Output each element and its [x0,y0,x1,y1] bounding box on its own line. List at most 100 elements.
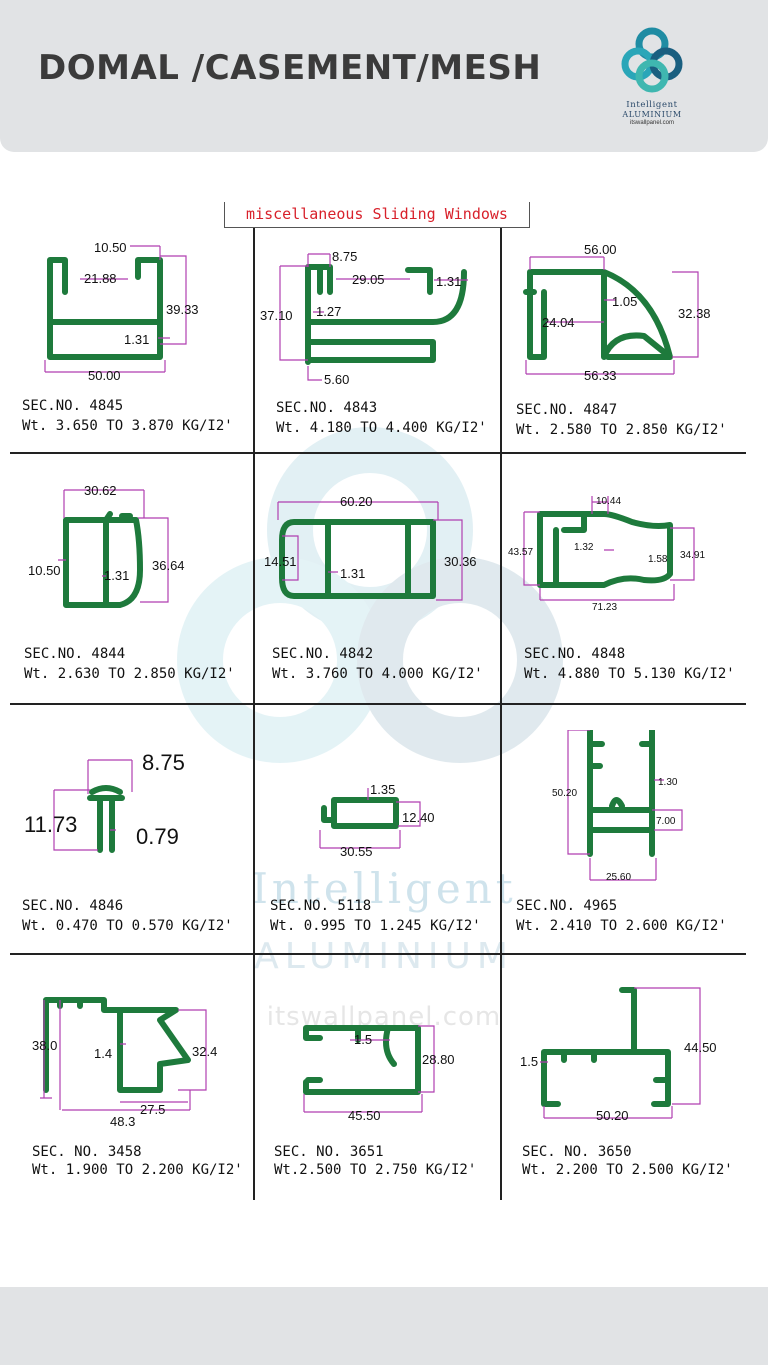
dim-label: 50.20 [552,788,577,799]
section-weight: Wt.2.500 TO 2.750 KG/I2' [274,1162,477,1178]
grid-divider-col1 [253,228,255,1200]
section-card-4847: 56.00 1.05 24.04 32.38 56.33 SEC.NO. 484… [504,232,750,482]
dim-label: 60.20 [340,494,373,509]
grid-divider-row3 [10,953,746,955]
watermark-text-intelligent: Intelligent [251,864,517,913]
dim-label: 30.36 [444,554,477,569]
dim-label: 44.50 [684,1040,717,1055]
dim-label: 1.27 [316,304,341,319]
profile-drawing-4965: 50.20 1.30 7.00 25.60 [552,730,683,883]
section-weight: Wt. 4.180 TO 4.400 KG/I2' [276,420,487,436]
dim-label: 48.3 [110,1114,135,1129]
section-number: SEC. NO. 3651 [274,1144,384,1160]
dim-label: 8.75 [142,750,185,775]
dim-label: 1.31 [124,332,149,347]
dim-label: 0.79 [136,824,179,849]
dim-label: 10.50 [28,563,61,578]
dim-label: 56.00 [584,242,617,257]
dim-label: 5.60 [324,372,349,387]
profile-drawing-3458: 38.0 1.4 32.4 27.5 48.3 [32,997,217,1129]
profile-drawing-4842: 60.20 14.51 1.31 30.36 [264,494,477,601]
section-card-4842: 60.20 14.51 1.31 30.36 SEC.NO. 4842 Wt. … [258,480,504,730]
dim-label: 10.50 [94,240,127,255]
grid-divider-col2 [500,228,502,1200]
section-number: SEC.NO. 4842 [272,646,374,662]
section-card-3651: 1.5 28.80 45.50 SEC. NO. 3651 Wt.2.500 T… [258,980,504,1230]
dim-label: 32.38 [678,306,711,321]
grid-divider-row1 [10,452,746,454]
section-card-3650: 44.50 1.5 50.20 SEC. NO. 3650 Wt. 2.200 … [504,980,750,1230]
dim-label: 10.44 [596,496,621,507]
header-banner: DOMAL /CASEMENT/MESH Intelligent ALUMINI… [0,0,768,152]
dim-label: 45.50 [348,1108,381,1123]
section-number: SEC.NO. 4844 [24,646,126,662]
watermark-knot-icon [177,427,563,763]
dim-label: 28.80 [422,1052,455,1067]
brand-logo: Intelligent ALUMINIUM itswallpanel.com [612,24,692,144]
section-weight: Wt. 2.410 TO 2.600 KG/I2' [516,918,727,934]
sheet-title: miscellaneous Sliding Windows [224,202,530,228]
dim-label: 1.5 [354,1032,372,1047]
dim-label: 7.00 [656,816,676,827]
dim-label: 1.32 [574,542,594,553]
dim-label: 30.62 [84,483,117,498]
footer-band [0,1287,768,1365]
dim-label: 1.5 [520,1054,538,1069]
profile-drawing-4845: 10.50 21.88 39.33 1.31 50.00 [44,240,199,383]
logo-text-aluminium: ALUMINIUM [622,110,682,119]
section-weight: Wt. 4.880 TO 5.130 KG/I2' [524,666,735,682]
dim-label: 8.75 [332,249,357,264]
dim-label: 1.31 [104,568,129,583]
dim-label: 21.88 [84,271,117,286]
logo-text-website: itswallpanel.com [629,120,675,126]
dim-label: 25.60 [606,872,631,883]
dim-label: 27.5 [140,1102,165,1117]
profile-drawing-4843: 8.75 29.05 1.31 37.10 1.27 5.60 [260,249,468,387]
dim-label: 71.23 [592,602,617,613]
section-card-5118: 1.35 12.40 30.55 SEC.NO. 5118 Wt. 0.995 … [258,730,504,980]
section-card-4848: 10.44 43.57 1.32 1.58 34.91 71.23 SEC.NO… [504,480,750,730]
dim-label: 36.64 [152,558,185,573]
dim-label: 29.05 [352,272,385,287]
dim-label: 43.57 [508,547,533,558]
section-number: SEC.NO. 4846 [22,898,124,914]
dim-label: 50.20 [596,1108,629,1123]
profile-drawing-4844: 30.62 10.50 1.31 36.64 [28,483,185,608]
dim-label: 50.00 [88,368,121,383]
profile-drawing-3650: 44.50 1.5 50.20 [520,987,717,1123]
dim-label: 38.0 [32,1038,57,1053]
dim-label: 1.58 [648,554,668,565]
section-card-4846: 8.75 11.73 0.79 SEC.NO. 4846 Wt. 0.470 T… [10,730,256,980]
section-number: SEC.NO. 4847 [516,402,618,418]
section-number: SEC.NO. 4845 [22,398,124,414]
dim-label: 1.35 [370,782,395,797]
section-card-4965: 50.20 1.30 7.00 25.60 SEC.NO. 4965 Wt. 2… [504,730,750,980]
profile-drawing-4848: 10.44 43.57 1.32 1.58 34.91 71.23 [508,496,705,613]
section-card-3458: 38.0 1.4 32.4 27.5 48.3 SEC. NO. 3458 Wt… [10,980,256,1230]
section-number: SEC.NO. 5118 [270,898,372,914]
section-card-4844: 30.62 10.50 1.31 36.64 SEC.NO. 4844 Wt. … [10,480,256,730]
section-weight: Wt. 1.900 TO 2.200 KG/I2' [32,1162,243,1178]
dim-label: 56.33 [584,368,617,383]
dim-label: 1.31 [340,566,365,581]
section-number: SEC.NO. 4848 [524,646,626,662]
section-card-4845: 10.50 21.88 39.33 1.31 50.00 SEC.NO. 484… [10,232,256,482]
profile-drawing-5118: 1.35 12.40 30.55 [319,782,435,859]
section-weight: Wt. 2.200 TO 2.500 KG/I2' [522,1162,733,1178]
dim-label: 37.10 [260,308,293,323]
logo-knot-icon [621,27,683,93]
dim-label: 39.33 [166,302,199,317]
section-weight: Wt. 0.470 TO 0.570 KG/I2' [22,918,233,934]
dim-label: 32.4 [192,1044,217,1059]
section-weight: Wt. 2.630 TO 2.850 KG/I2' [24,666,235,682]
dim-label: 24.04 [542,315,575,330]
watermark-text-aluminium: ALUMINIUM [254,936,514,977]
dim-label: 14.51 [264,554,297,569]
dim-label: 1.31 [436,274,461,289]
section-number: SEC. NO. 3458 [32,1144,142,1160]
dim-label: 12.40 [402,810,435,825]
dim-label: 30.55 [340,844,373,859]
section-number: SEC.NO. 4843 [276,400,378,416]
profile-drawing-4846: 8.75 11.73 0.79 [24,750,185,853]
profile-drawing-3651: 1.5 28.80 45.50 [303,1025,455,1123]
